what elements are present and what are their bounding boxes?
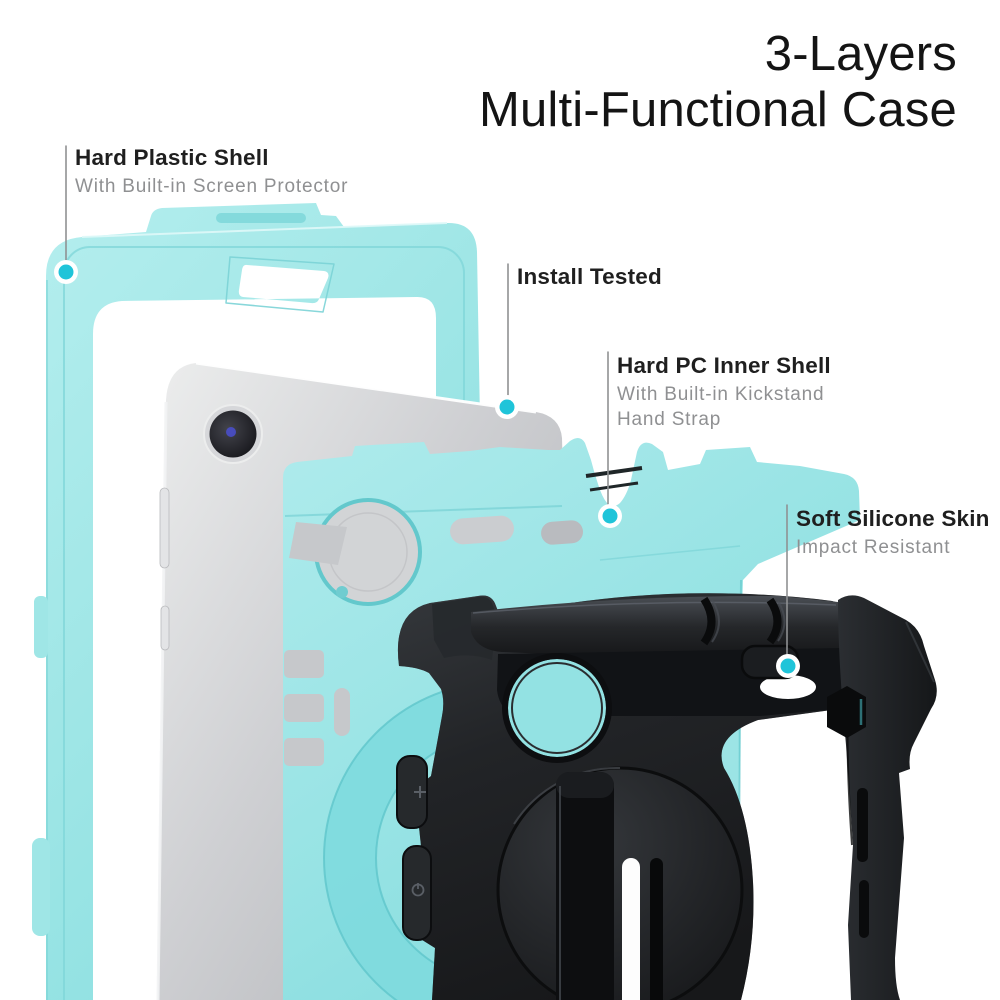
- callout-subheading: With Built-in Screen Protector: [75, 176, 349, 197]
- callout-install-tested: Install Tested: [517, 263, 662, 291]
- power-icon: [411, 883, 425, 897]
- frame-side-button-bump: [32, 838, 50, 936]
- kickstand-slot: [650, 858, 663, 1000]
- marker-dot-hard-plastic-shell: [54, 260, 78, 284]
- skin-top-bar-highlight: [472, 601, 837, 614]
- tablet-power-button: [160, 605, 170, 651]
- callout-heading: Soft Silicone Skin: [796, 506, 990, 531]
- rail-slot: [859, 880, 869, 938]
- title-line-2: Multi-Functional Case: [478, 83, 957, 137]
- callout-hard-pc-inner-shell: Hard PC Inner Shell With Built-in Kickst…: [617, 352, 831, 432]
- rail-slot: [857, 788, 868, 862]
- shell-button-cutout: [284, 694, 324, 722]
- skin-camera-hole: [508, 659, 606, 757]
- strap-notch: [700, 596, 716, 646]
- callout-heading: Hard Plastic Shell: [75, 145, 269, 170]
- skin-top-bar: [471, 595, 846, 658]
- skin-camera-hole-inner-rim: [511, 662, 603, 754]
- kickstand-disc: [496, 766, 744, 1000]
- marker-dot-install-tested: [495, 395, 519, 419]
- title-line-1: 3-Layers: [764, 27, 957, 81]
- plus-icon: [414, 786, 426, 798]
- callout-soft-silicone-skin: Soft Silicone Skin Impact Resistant: [796, 505, 990, 560]
- callout-subheading: With Built-in Kickstand Hand Strap: [617, 384, 825, 430]
- shell-ledge-line: [599, 545, 741, 561]
- tablet-top-edge-highlight: [195, 361, 537, 414]
- callout-subheading: Impact Resistant: [796, 537, 951, 558]
- hex-cutout: [827, 686, 866, 738]
- shell-slot-cutout: [450, 515, 514, 545]
- page-title: 3-Layers Multi-Functional Case: [479, 26, 957, 138]
- kickstand-slot-through: [622, 858, 640, 1000]
- kickstand-bar-cap: [556, 772, 614, 798]
- shell-flash-cutout: [289, 522, 347, 565]
- callout-heading: Install Tested: [517, 264, 662, 289]
- kickstand-hook-slot: [585, 466, 643, 478]
- rail-outer-highlight: [905, 621, 935, 683]
- kickstand-bar: [556, 772, 614, 1000]
- shell-slot-cutout: [541, 520, 584, 545]
- frame-top-tab-slot: [216, 213, 306, 223]
- camera-window-groove: [225, 256, 335, 313]
- callout-heading: Hard PC Inner Shell: [617, 353, 831, 378]
- shell-button-cutout: [284, 738, 324, 766]
- callout-hard-plastic-shell: Hard Plastic Shell With Built-in Screen …: [75, 144, 348, 199]
- buckle-gap: [760, 675, 816, 699]
- frame-top-highlight: [81, 222, 448, 238]
- frame-side-button-bump: [34, 596, 48, 658]
- marker-dot-soft-silicone-skin: [776, 654, 800, 678]
- callout-lines-and-markers: [54, 145, 800, 678]
- shell-button-cutout: [284, 650, 324, 678]
- skin-volume-button-cover: [396, 755, 428, 829]
- strap-notch-highlight: [711, 599, 720, 643]
- strap-notch-highlight: [777, 600, 786, 642]
- shell-port-cutout: [334, 688, 350, 736]
- tablet-volume-button: [159, 487, 170, 569]
- shell-mic-hole: [336, 586, 348, 598]
- strap-notch: [766, 597, 782, 645]
- marker-dot-hard-pc-inner-shell: [598, 504, 622, 528]
- camera-lens-glint: [226, 427, 236, 437]
- skin-camera-hole-rim: [502, 653, 612, 763]
- silicone-skin-layer: [396, 593, 937, 1000]
- skin-power-button-cover: [402, 845, 432, 941]
- kickstand-hook-slot: [589, 481, 639, 492]
